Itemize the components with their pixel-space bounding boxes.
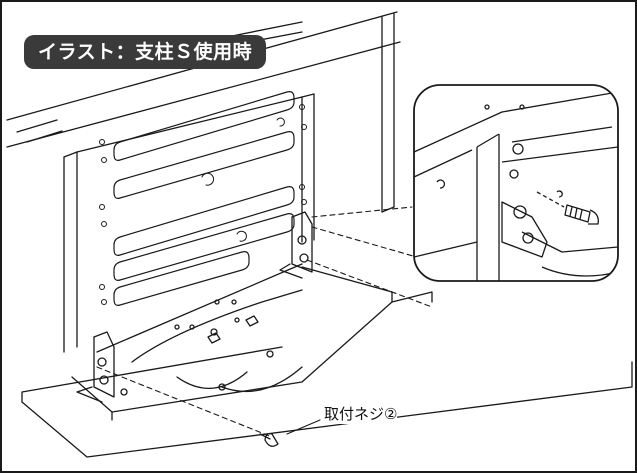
panel-holes bbox=[99, 104, 307, 305]
screw-label: 取付ネジ② bbox=[324, 403, 398, 424]
stand-post-left bbox=[76, 331, 115, 403]
tv-back-panel bbox=[6, 11, 401, 353]
dashed-leaders bbox=[96, 206, 435, 438]
base-clips bbox=[207, 315, 259, 344]
vent-slots bbox=[113, 91, 295, 306]
screw-bottom bbox=[259, 432, 279, 447]
title-badge: イラスト：支柱Ｓ使用時 bbox=[24, 35, 267, 69]
zoom-inset bbox=[413, 84, 619, 282]
stand-post-right bbox=[279, 211, 313, 279]
